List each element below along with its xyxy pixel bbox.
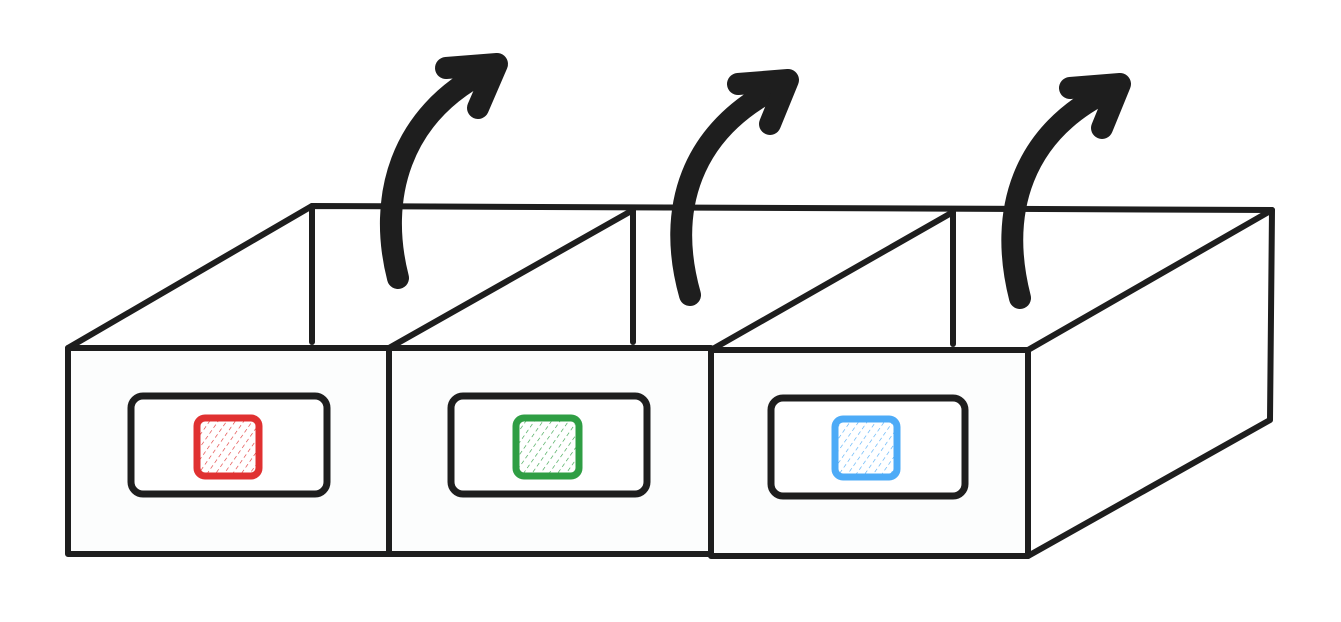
drawer-front	[65, 345, 392, 557]
curved-arrow-up-right-icon	[1001, 73, 1131, 309]
box-side-face	[1025, 207, 1275, 559]
swatch-outline	[193, 414, 263, 480]
drawer[interactable]	[65, 345, 392, 557]
drawer[interactable]	[708, 347, 1031, 559]
drawer[interactable]	[386, 345, 714, 557]
blue-swatch-icon	[831, 415, 901, 481]
green-swatch-icon	[512, 414, 583, 480]
swatch-outline	[831, 415, 901, 481]
swatch-outline	[512, 414, 583, 480]
box-back-edges	[65, 203, 1275, 353]
curved-arrow-up-right-icon	[379, 53, 508, 289]
curved-arrow-up-right-icon	[670, 69, 799, 306]
red-swatch-icon	[193, 414, 263, 480]
